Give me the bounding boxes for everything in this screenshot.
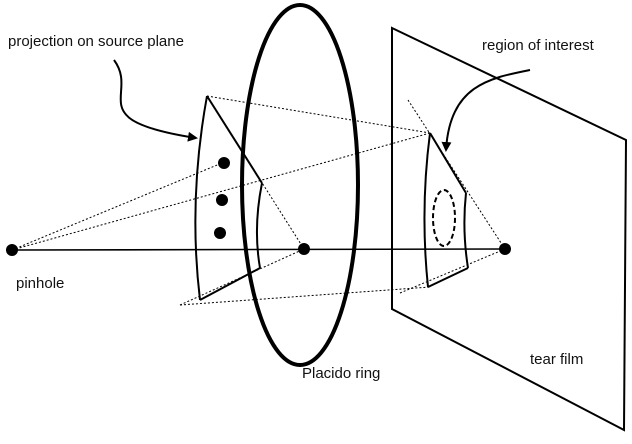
projection-ray-lower [179, 286, 431, 306]
source-projection-top-edge [206, 95, 263, 184]
roi-ray-lower [399, 248, 506, 294]
pinhole-label: pinhole [16, 275, 65, 292]
projection-ray-top [206, 95, 431, 134]
tear-film-label: tear film [530, 351, 584, 368]
roi-ray-upper [407, 99, 506, 250]
roi-left-edge [423, 132, 431, 288]
source-projection-bottom-edge [199, 267, 261, 301]
source-center-point [298, 243, 310, 255]
pinhole-ray-upper [11, 162, 223, 251]
placido-ring [240, 3, 360, 367]
placido-point-3 [214, 227, 226, 239]
roi-top-edge [429, 132, 467, 194]
region-of-interest-label: region of interest [482, 37, 594, 54]
projection-ray-upper [11, 132, 431, 251]
placido-point-2 [216, 194, 228, 206]
roi-inner-arc [463, 192, 469, 269]
placido-point-1 [218, 157, 230, 169]
source-projection-left-edge [194, 95, 208, 301]
projection-label: projection on source plane [8, 33, 184, 50]
placido-ring-label: Placido ring [302, 365, 381, 382]
pinhole-point [6, 244, 18, 256]
roi-bottom-edge [427, 267, 469, 288]
roi-label-arrow [441, 69, 531, 152]
tear-film-plane [391, 26, 628, 432]
projection-label-arrow [113, 59, 198, 142]
roi-dashed-ellipse [432, 189, 456, 247]
source-projection-inner-arc [255, 182, 263, 269]
tear-film-center-point [499, 243, 511, 255]
